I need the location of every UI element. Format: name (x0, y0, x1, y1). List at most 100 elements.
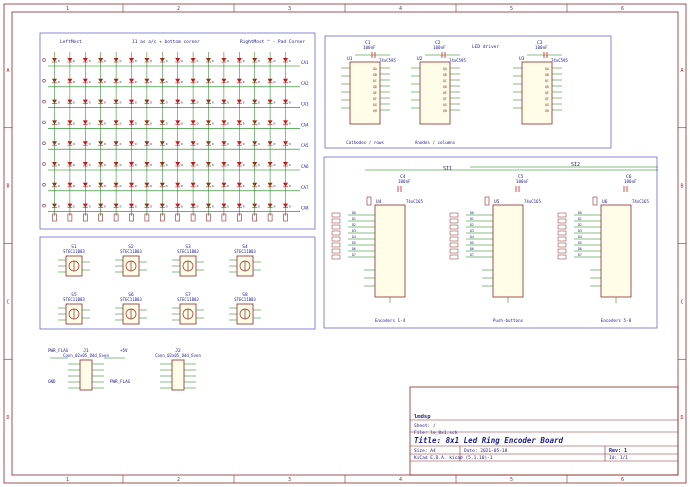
led-ref: D (181, 101, 183, 105)
led-ref: D (181, 142, 183, 146)
col-resistor (83, 213, 88, 222)
led-ref: D (150, 163, 152, 167)
input-pin-label: D3 (578, 229, 582, 233)
input-resistor (449, 212, 459, 218)
input-pin-label: D0 (470, 211, 474, 215)
led-ref: D (120, 142, 122, 146)
led-ref: D (243, 121, 245, 125)
led-ref: D (73, 101, 75, 105)
row-pin (42, 141, 46, 145)
connector-body (171, 359, 185, 391)
border-row-label: A (680, 68, 683, 74)
pin-name: QB (443, 73, 447, 77)
col-resistor (221, 213, 227, 222)
input-pin-label: D4 (470, 235, 474, 239)
row-label-7: CA7 (301, 185, 309, 190)
pin-name: QH (373, 109, 377, 113)
gnd-label: GND (48, 379, 56, 384)
led-ref: D (135, 184, 137, 188)
input-resistor (557, 218, 567, 224)
border-col-label: 4 (399, 6, 402, 12)
led-ref: D (89, 101, 91, 105)
input-register-part: 74xC165 (524, 199, 541, 204)
encoder-part: STEC11B03 (177, 249, 199, 254)
input-resistor (331, 248, 341, 254)
led-ref: D (58, 184, 60, 188)
pin-name: QA (545, 67, 549, 71)
led-ref: D (104, 101, 106, 105)
row-pin (42, 120, 46, 125)
input-register-part: 74xC165 (632, 199, 649, 204)
col-resistor (144, 213, 150, 222)
input-resistor (449, 218, 459, 224)
row-label-1: CA1 (301, 60, 309, 65)
led-ref: D (289, 101, 291, 105)
title-block-frame (409, 386, 679, 476)
led-ref: D (258, 205, 260, 209)
led-matrix-label-right: RightMost ^ - Pad Corner (240, 39, 305, 45)
led-ref: D (289, 80, 291, 84)
col-resistor (190, 213, 196, 222)
col-resistor (175, 213, 180, 222)
title-main: Title: 8x1 Led Ring Encoder Board (414, 436, 563, 445)
pin-name: QB (373, 73, 377, 77)
input-pin-label: D1 (578, 217, 582, 221)
led-ref: D (243, 80, 245, 84)
led-ref: D (166, 142, 168, 146)
led-ref: D (58, 80, 60, 84)
led-ref: D (104, 184, 106, 188)
led-ref: D (166, 163, 168, 167)
bus-label-si2: SI2 (571, 162, 580, 168)
title-company: lmdsp (414, 414, 431, 420)
led-ref: D (73, 59, 75, 63)
col-resistor (267, 213, 273, 222)
connector-part: Conn_02x05_Odd_Even (63, 353, 109, 358)
led-ref: D (274, 205, 276, 209)
pin-name: QE (545, 91, 549, 95)
pin-name: QG (545, 103, 549, 107)
col-resistor (98, 213, 103, 222)
input-resistor (331, 242, 341, 248)
shift-register-ref: U1 (347, 56, 353, 62)
led-ref: D (274, 163, 276, 167)
encoder-ref: S5 (71, 292, 77, 298)
input-register-ref: U6 (602, 199, 608, 205)
led-ref: D (212, 184, 214, 188)
col-resistor (160, 213, 165, 222)
bus-label-si1: SI1 (443, 166, 452, 172)
cap-ref: C4 (400, 174, 406, 180)
led-ref: D (135, 205, 137, 209)
led-ref: D (58, 163, 60, 167)
cap-value: 100nF (535, 45, 548, 50)
row-label-2: CA2 (301, 81, 309, 86)
led-ref: D (197, 163, 199, 167)
input-resistor (331, 218, 341, 224)
pullup-resistor (366, 196, 372, 206)
led-ref: D (258, 121, 260, 125)
input-register-body (600, 204, 632, 298)
led-ref: D (289, 142, 291, 146)
border-row-label: D (6, 415, 9, 421)
led-ref: D (243, 163, 245, 167)
row-pin (42, 203, 46, 208)
led-ref: D (227, 80, 229, 84)
led-ref: D (243, 101, 245, 105)
shift-register-body (521, 61, 553, 125)
pin-name: QH (443, 109, 447, 113)
input-resistor (557, 254, 567, 260)
led-ref: D (197, 142, 199, 146)
led-driver-frame (324, 35, 612, 149)
power-flag-label-2: PWR_FLAG (110, 379, 131, 384)
led-ref: D (135, 142, 137, 146)
pin-name: QE (373, 91, 377, 95)
led-ref: D (243, 142, 245, 146)
led-ref: D (89, 163, 91, 167)
led-ref: D (274, 80, 276, 84)
input-pin-label: D7 (578, 253, 582, 257)
title-id: Id: 1/1 (609, 455, 628, 461)
led-ref: D (227, 142, 229, 146)
row-pin (42, 162, 46, 166)
